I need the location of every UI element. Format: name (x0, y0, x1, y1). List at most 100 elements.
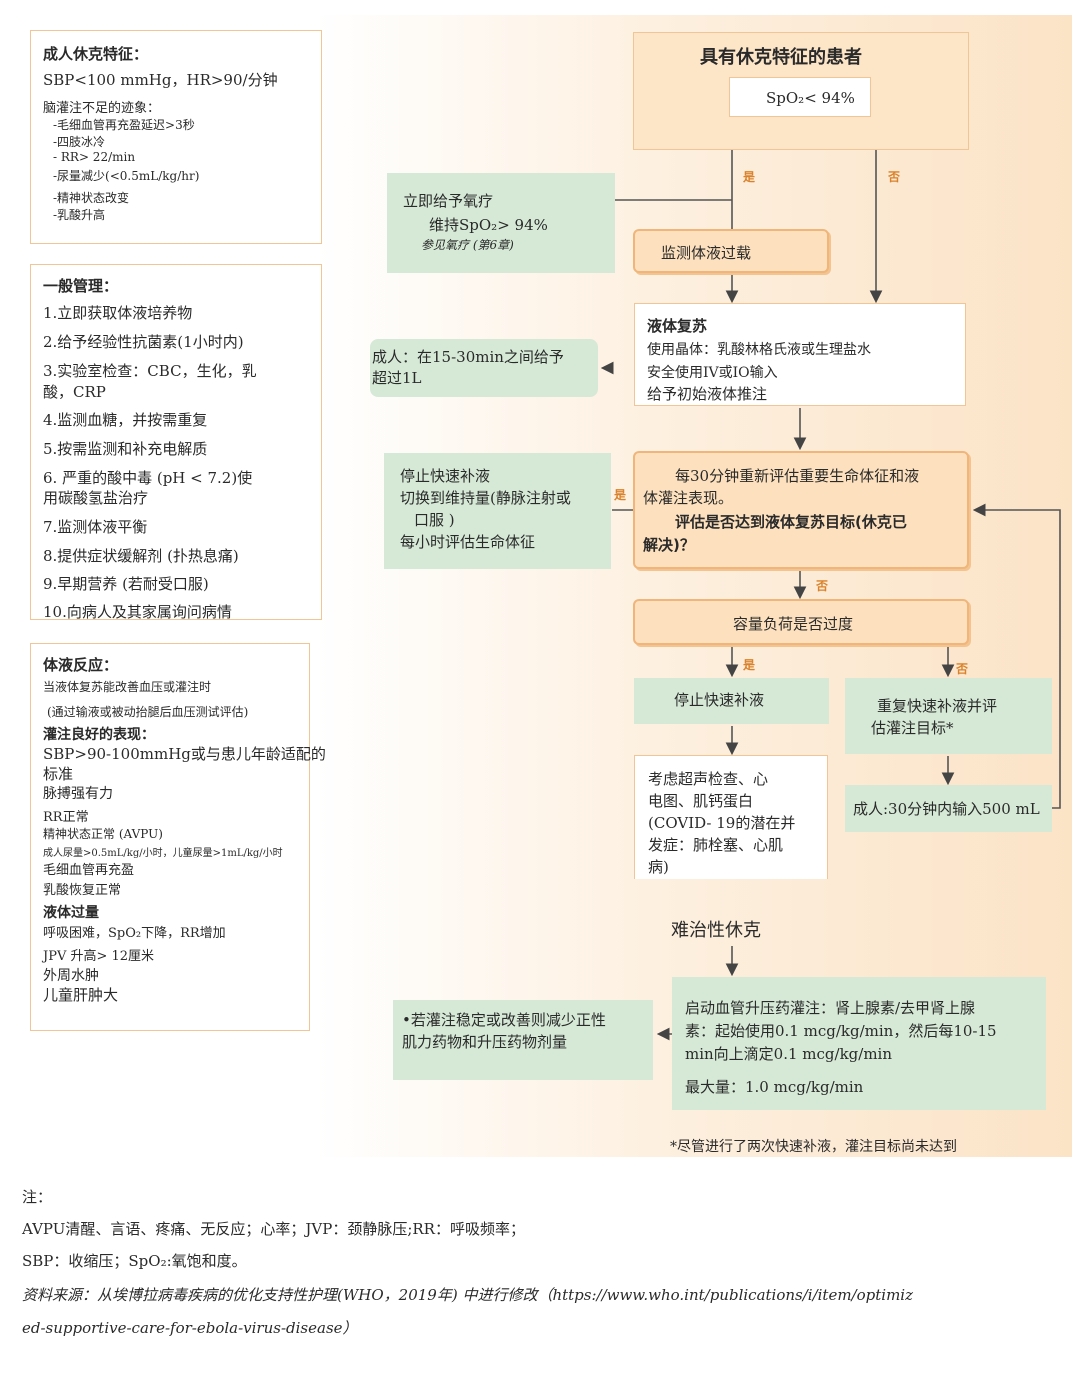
management-item: 10.向病人及其家属询问病情 (43, 603, 232, 621)
good-perfusion-item: 精神状态正常 (AVPU) (43, 827, 163, 841)
fluid-overload-item: JPV 升高> 12厘米 (43, 949, 155, 964)
fluid-overload-item: 儿童肝肿大 (43, 986, 119, 1004)
management-item: 用碳酸氢盐治疗 (43, 489, 149, 507)
adult-500: 成人:30分钟内输入500 mL (853, 800, 1040, 818)
refractory-shock: 难治性休克 (671, 920, 761, 941)
overload-question-box: 容量负荷是否过度 (633, 599, 969, 645)
good-perfusion-item: 毛细血管再充盈 (43, 863, 135, 878)
stop-fluid-line: 切换到维持量(静脉注射或 (400, 489, 571, 507)
resuscitation-box: 液体复苏 使用晶体：乳酸林格氏液或生理盐水 安全使用IV或IO输入 给予初始液体… (634, 303, 966, 406)
spo2-condition: SpO₂< 94% (766, 89, 855, 107)
no-label: 否 (956, 662, 969, 676)
shock-features-box: 成人休克特征： SBP<100 mmHg，HR>90/分钟 脑灌注不足的迹象： … (30, 30, 322, 244)
yes-label: 是 (743, 170, 756, 184)
adult-bolus-box: 成人：在15-30min之间给予 超过1L (370, 339, 598, 397)
fluid-response-line: 当液体复苏能改善血压或灌注时 (43, 680, 212, 694)
reassess-question: 评估是否达到液体复苏目标(休克已 (675, 513, 907, 531)
oxygen-line: 维持SpO₂> 94% (429, 216, 548, 234)
resuscitation-line: 给予初始液体推注 (647, 385, 768, 403)
fluid-response-box: 体液反应： 当液体复苏能改善血压或灌注时 (通过输液或被动抬腿后血压测试评估) … (30, 643, 326, 1031)
perfusion-item: - RR> 22/min (53, 150, 136, 164)
yes-label: 是 (743, 658, 756, 672)
source-line: ed-supportive-care-for-ebola-virus-disea… (22, 1319, 358, 1337)
management-item: 6. 严重的酸中毒 (pH < 7.2)使 (43, 469, 253, 487)
good-perfusion-title: 灌注良好的表现： (43, 727, 155, 743)
notes-line: SBP：收缩压；SpO₂:氧饱和度。 (22, 1252, 247, 1270)
yes-label: 是 (614, 488, 627, 502)
general-management-title: 一般管理： (43, 277, 119, 295)
repeat-bolus-line: 重复快速补液并评 (877, 697, 998, 715)
oxygen-box: 立即给予氧疗 维持SpO₂> 94% 参见氧疗 (第6章) (387, 173, 615, 273)
no-label: 否 (816, 579, 829, 593)
stop-fluid-box: 停止快速补液 切换到维持量(静脉注射或 口服 ) 每小时评估生命体征 (384, 453, 611, 569)
management-item: 2.给予经验性抗菌素(1小时内) (43, 333, 244, 351)
consider-line: (COVID- 19的潜在并 (648, 814, 796, 832)
perfusion-item: -毛细血管再充盈延迟>3秒 (53, 118, 195, 132)
reduce-dose-box: •若灌注稳定或改善则减少正性 肌力药物和升压药物剂量 (393, 1000, 653, 1080)
flow-footnote: *尽管进行了两次快速补液，灌注目标尚未达到 (670, 1139, 957, 1155)
patient-box: 具有休克特征的患者 SpO₂< 94% (633, 32, 969, 150)
repeat-bolus-line: 估灌注目标* (871, 719, 954, 737)
oxygen-line: 立即给予氧疗 (403, 192, 494, 210)
resuscitation-line: 使用晶体：乳酸林格氏液或生理盐水 (647, 342, 871, 358)
oxygen-line: 参见氧疗 (第6章) (421, 238, 514, 252)
management-item: 3.实验室检查：CBC，生化，乳 (43, 362, 257, 380)
perfusion-item: -乳酸升高 (53, 208, 106, 222)
good-perfusion-item: SBP>90-100mmHg或与患儿年龄适配的 (43, 745, 326, 763)
vasopressor-line: 启动血管升压药灌注：肾上腺素/去甲肾上腺 (685, 999, 976, 1017)
general-management-box: 一般管理： 1.立即获取体液培养物 2.给予经验性抗菌素(1小时内) 3.实验室… (30, 264, 322, 621)
stop-fluid-line: 每小时评估生命体征 (400, 533, 536, 551)
stop-fluid-line: 口服 ) (414, 511, 455, 529)
adult-500-box: 成人:30分钟内输入500 mL (845, 785, 1052, 832)
fluid-overload-item: 呼吸困难，SpO₂下降，RR增加 (43, 926, 226, 941)
vasopressor-box: 启动血管升压药灌注：肾上腺素/去甲肾上腺 素：起始使用0.1 mcg/kg/mi… (672, 977, 1046, 1110)
reassess-line: 体灌注表现。 (643, 489, 734, 507)
consider-line: 病) (648, 858, 669, 876)
perfusion-item: -尿量减少(<0.5mL/kg/hr) (53, 169, 200, 183)
resuscitation-title: 液体复苏 (647, 317, 708, 335)
reassess-question: 解决)？ (643, 536, 695, 554)
stop-bolus-box: 停止快速补液 (634, 678, 829, 724)
repeat-bolus-box: 重复快速补液并评 估灌注目标* (845, 678, 1052, 754)
management-item: 8.提供症状缓解剂 (扑热息痛) (43, 547, 239, 565)
fluid-overload-title: 液体过量 (43, 905, 99, 921)
management-item: 4.监测血糖，并按需重复 (43, 411, 208, 429)
management-item: 酸，CRP (43, 383, 106, 401)
stop-fluid-line: 停止快速补液 (400, 467, 491, 485)
management-item: 7.监测体液平衡 (43, 518, 148, 536)
source-line: 资料来源：从埃博拉病毒疾病的优化支持性护理(WHO，2019年) 中进行修改（h… (22, 1286, 913, 1304)
notes-line: AVPU清醒、言语、疼痛、无反应；心率；JVP：颈静脉压;RR：呼吸频率； (22, 1220, 525, 1238)
consider-line: 考虑超声检查、心 (648, 770, 769, 788)
no-label: 否 (888, 170, 901, 184)
shock-features-vitals: SBP<100 mmHg，HR>90/分钟 (43, 71, 278, 89)
good-perfusion-item: 脉搏强有力 (43, 786, 113, 802)
good-perfusion-item: 乳酸恢复正常 (43, 883, 122, 898)
management-item: 1.立即获取体液培养物 (43, 304, 193, 322)
spo2-condition-box: SpO₂< 94% (729, 77, 871, 117)
adult-bolus-line: 成人：在15-30min之间给予 (372, 348, 564, 366)
monitor-overload: 监测体液过载 (661, 244, 752, 262)
reduce-dose-line: 肌力药物和升压药物剂量 (402, 1033, 568, 1051)
resuscitation-line: 安全使用IV或IO输入 (647, 365, 778, 381)
reassess-line: 每30分钟重新评估重要生命体征和液 (675, 467, 920, 485)
consider-line: 发症：肺栓塞、心肌 (648, 836, 784, 854)
patient-title: 具有休克特征的患者 (700, 47, 862, 68)
consider-line: 电图、肌钙蛋白 (648, 792, 754, 810)
good-perfusion-item: 标准 (43, 765, 74, 783)
stop-bolus: 停止快速补液 (674, 691, 765, 709)
good-perfusion-item: RR正常 (43, 810, 89, 825)
shock-features-title: 成人休克特征： (43, 45, 149, 63)
fluid-response-line: (通过输液或被动抬腿后血压测试评估) (47, 705, 249, 719)
reassess-box: 每30分钟重新评估重要生命体征和液 体灌注表现。 评估是否达到液体复苏目标(休克… (633, 451, 969, 569)
reduce-dose-line: •若灌注稳定或改善则减少正性 (402, 1011, 606, 1029)
monitor-overload-box: 监测体液过载 (633, 229, 829, 273)
fluid-overload-item: 外周水肿 (43, 968, 99, 984)
perfusion-title: 脑灌注不足的迹象： (43, 101, 161, 116)
vasopressor-line: 素：起始使用0.1 mcg/kg/min，然后每10-15 (685, 1022, 997, 1040)
perfusion-item: -四肢冰冷 (53, 135, 106, 149)
perfusion-item: -精神状态改变 (53, 191, 130, 205)
notes-label: 注： (22, 1188, 53, 1206)
adult-bolus-line: 超过1L (372, 369, 422, 387)
vasopressor-line: 最大量：1.0 mcg/kg/min (685, 1078, 864, 1096)
fluid-response-title: 体液反应： (43, 656, 119, 674)
